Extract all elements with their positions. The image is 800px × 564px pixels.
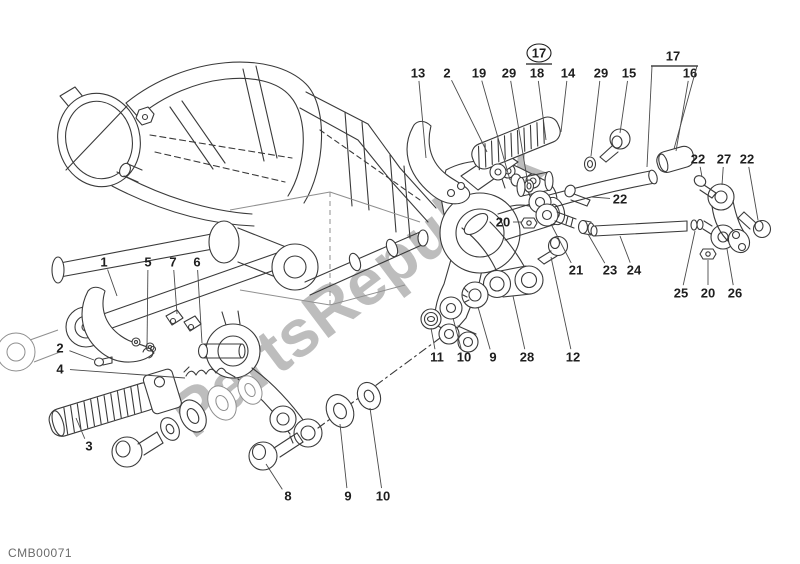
swingarm-art <box>0 191 429 372</box>
footpeg-art <box>48 286 382 471</box>
part-callout-22: 22 <box>691 152 705 167</box>
callout-leader-28 <box>512 295 526 350</box>
part-callout-20: 20 <box>701 286 715 301</box>
callout-leader-2 <box>451 79 488 153</box>
part-callout-7: 7 <box>169 255 176 270</box>
callout-leader-24 <box>619 235 631 263</box>
part-callout-8: 8 <box>284 489 291 504</box>
callout-leader-6 <box>197 269 203 344</box>
part-callout-23: 23 <box>603 263 617 278</box>
gearchange-pedal-art <box>460 116 695 214</box>
part-callout-11: 11 <box>430 350 444 365</box>
part-callout-28: 28 <box>520 350 534 365</box>
callout-leader-23 <box>587 233 606 264</box>
callout-leader-10 <box>452 317 462 350</box>
callout-leader-14 <box>560 80 568 133</box>
part-callout-6: 6 <box>193 255 200 270</box>
callout-leader-21 <box>550 223 572 264</box>
callout-leader-9 <box>339 423 348 489</box>
part-callout-27: 27 <box>717 152 731 167</box>
callout-leader-11 <box>430 327 436 350</box>
brake-arm-art <box>165 309 441 448</box>
callout-leader-22 <box>699 166 703 178</box>
part-callout-20: 20 <box>496 215 510 230</box>
part-callout-10: 10 <box>376 489 390 504</box>
callout-leader-18 <box>537 80 547 141</box>
part-callout-24: 24 <box>627 263 642 278</box>
callout-leader-12 <box>550 256 572 350</box>
part-callout-29: 29 <box>502 66 516 81</box>
callout-leader-19 <box>481 80 511 181</box>
callout-leader-29 <box>590 80 601 157</box>
lever-28-art <box>420 212 569 330</box>
circled-assembly-marker <box>526 43 552 63</box>
part-callout-12: 12 <box>566 350 580 365</box>
part-callout-29: 29 <box>594 66 608 81</box>
part-callout-13: 13 <box>411 66 425 81</box>
callout-leader-22 <box>591 196 611 199</box>
part-callout-25: 25 <box>674 286 688 301</box>
part-callout-1: 1 <box>100 255 107 270</box>
callout-leader-9 <box>477 306 491 350</box>
callout-leader-7 <box>173 269 178 315</box>
callout-leader-15 <box>619 80 628 134</box>
frame-art <box>57 61 437 239</box>
part-callout-5: 5 <box>144 255 151 270</box>
part-callout-9: 9 <box>489 350 496 365</box>
part-callout-22: 22 <box>740 152 754 167</box>
callout-leader-2 <box>69 350 95 361</box>
callout-leader-10 <box>369 407 382 489</box>
callout-leader-13 <box>418 80 427 159</box>
bracket-assembly-leader-0 <box>646 65 653 168</box>
part-callout-3: 3 <box>85 439 92 454</box>
callout-leader-22 <box>748 166 759 221</box>
shift-rod-linkage-art <box>520 175 772 260</box>
callout-leader-1 <box>107 269 118 297</box>
callout-leader-8 <box>265 463 283 490</box>
part-callout-circled-17: 17 <box>532 46 546 61</box>
part-callout-21: 21 <box>569 263 583 278</box>
part-callout-10: 10 <box>457 350 471 365</box>
part-callout-26: 26 <box>728 286 742 301</box>
part-callout-14: 14 <box>561 66 576 81</box>
callout-leader-4 <box>69 369 186 379</box>
part-callout-15: 15 <box>622 66 636 81</box>
part-callout-19: 19 <box>472 66 486 81</box>
callout-leader-27 <box>721 166 724 186</box>
callout-leader-29 <box>510 80 529 185</box>
part-callout-bracket-17: 17 <box>666 49 680 64</box>
callout-leader-25 <box>682 230 696 286</box>
figure-code: CMB00071 <box>8 546 73 560</box>
callout-leader-26 <box>726 248 734 286</box>
callout-leader-3 <box>75 417 86 439</box>
part-callout-22: 22 <box>613 192 627 207</box>
callout-leader-16 <box>675 80 689 152</box>
callout-leader-5 <box>146 269 149 350</box>
part-callout-2: 2 <box>443 66 450 81</box>
part-callout-4: 4 <box>56 362 64 377</box>
bracket-assembly-leader-1 <box>673 65 698 150</box>
part-callout-2: 2 <box>56 341 63 356</box>
part-callout-9: 9 <box>344 489 351 504</box>
part-callout-18: 18 <box>530 66 544 81</box>
